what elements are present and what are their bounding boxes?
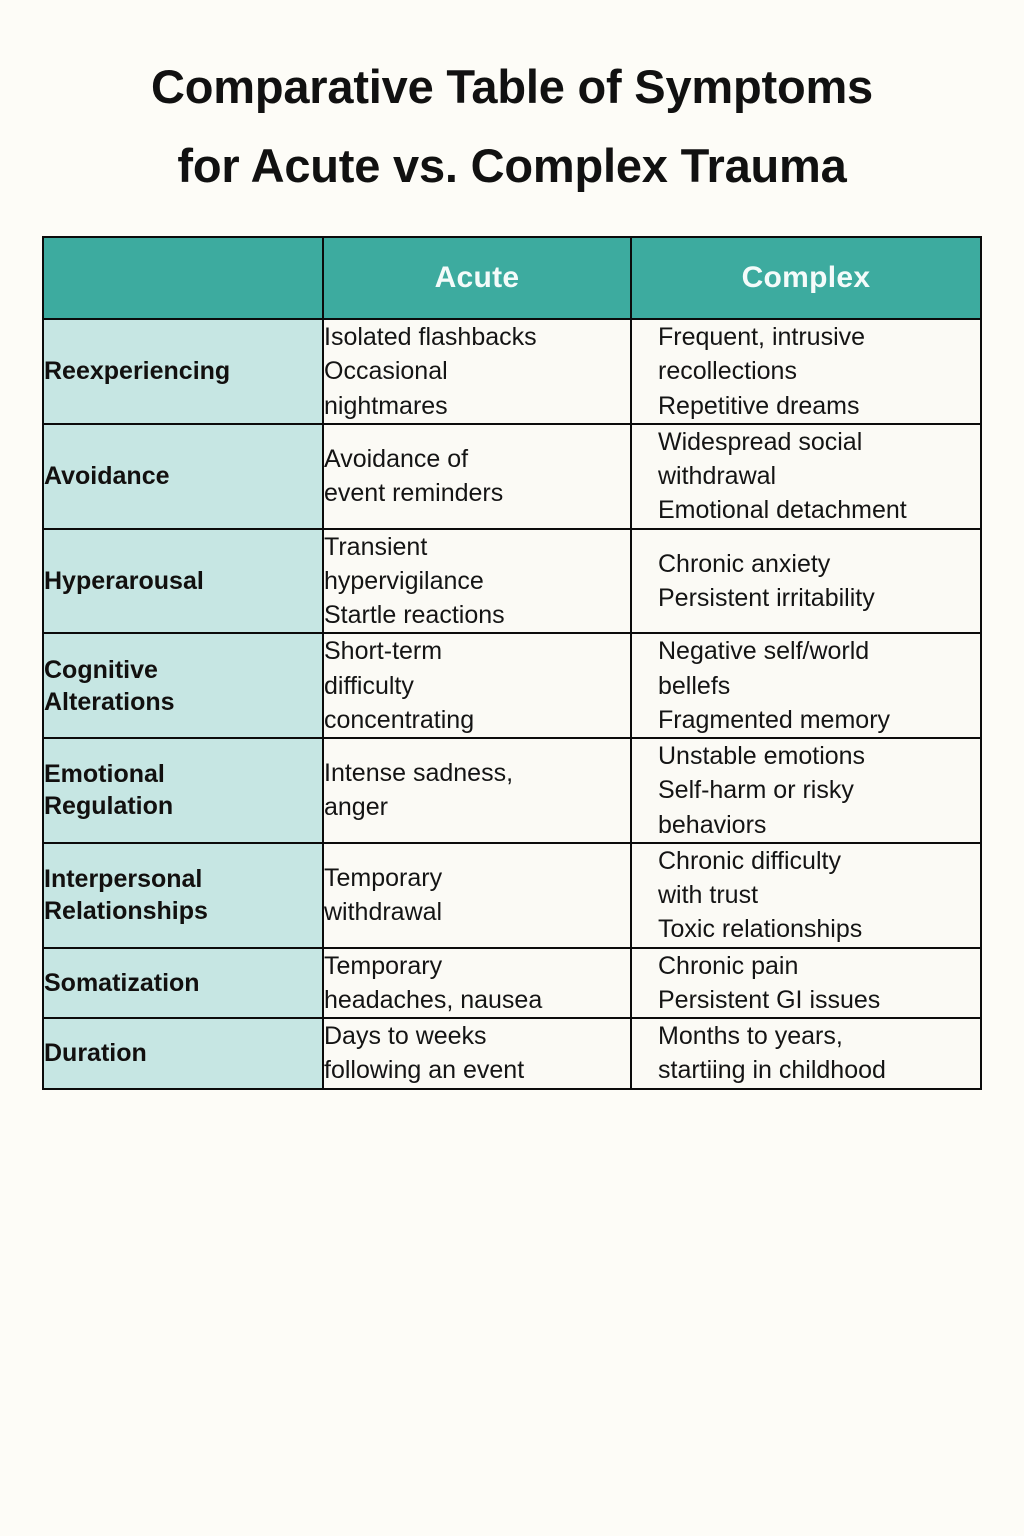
cell-line: difficulty [324,671,414,700]
cell-line: Isolated flashbacks [324,323,537,351]
cell-acute-reexperiencing: Isolated flashbacks Occasional nightmare… [322,318,632,425]
table-row: Interpersonal Relationships Temporary wi… [42,841,982,949]
cell-acute-hyperarousal: Transient hypervigilance Startle reactio… [322,527,632,635]
cell-line: bellefs [658,671,731,700]
cell-complex-interpersonal-relationships: Chronic difficulty with trust Toxic rela… [630,841,982,949]
cell-line: Chronic pain [658,951,799,980]
comparison-table-container: Acute Complex Reexperiencing Isolated fl… [42,236,982,1090]
cell-line: following an event [324,1056,525,1085]
cell-line: headaches, nausea [324,985,543,1014]
row-label-line: Relationships [44,897,208,926]
row-label-duration: Duration [42,1017,324,1090]
cell-line: Persistent GI issues [658,985,881,1014]
table-row: Hyperarousal Transient hypervigilance St… [42,527,982,635]
row-label-cognitive-alterations: Cognitive Alterations [42,632,324,739]
cell-line: Unstable emotions [658,742,866,770]
cell-line: Startle reactions [324,601,505,629]
row-label-line: Reexperiencing [44,357,231,386]
row-label-emotional-regulation: Emotional Regulation [42,737,324,844]
row-label-interpersonal-relationships: Interpersonal Relationships [42,841,324,949]
row-label-avoidance: Avoidance [42,422,324,530]
table-header-row: Acute Complex [42,236,982,320]
cell-line: startiing in childhood [658,1056,886,1085]
table-row: Reexperiencing Isolated flashbacks Occas… [42,318,982,425]
cell-line: Repetitive dreams [658,391,860,420]
cell-line: Frequent, intrusive [658,323,866,351]
cell-line: Days to weeks [324,1022,487,1050]
cell-line: Transient [324,532,428,561]
row-label-line: Emotional [44,760,165,789]
row-label-line: Cognitive [44,655,158,684]
cell-complex-reexperiencing: Frequent, intrusive recollections Repeti… [630,318,982,425]
table-header: Acute Complex [42,236,982,320]
symptom-comparison-table: Acute Complex Reexperiencing Isolated fl… [42,236,982,1090]
table-row: Duration Days to weeks following an even… [42,1017,982,1090]
table-row: Somatization Temporary headaches, nausea… [42,946,982,1019]
cell-line: Avoidance of [324,444,469,473]
table-row: Avoidance Avoidance of event reminders W… [42,422,982,530]
row-label-line: Interpersonal [44,865,203,894]
cell-line: withdrawal [658,462,777,490]
cell-complex-emotional-regulation: Unstable emotions Self-harm or risky beh… [630,737,982,844]
column-header-complex: Complex [630,236,982,320]
cell-line: Occasional [324,357,448,386]
table-row: Cognitive Alterations Short-term difficu… [42,632,982,739]
cell-complex-duration: Months to years, startiing in childhood [630,1017,982,1090]
cell-line: with trust [658,881,759,909]
cell-line: Persistent irritability [658,583,875,612]
row-label-line: Hyperarousal [44,566,204,595]
cell-acute-emotional-regulation: Intense sadness, anger [322,737,632,844]
cell-line: Emotional detachment [658,496,907,525]
cell-complex-hyperarousal: Chronic anxiety Persistent irritability [630,527,982,635]
cell-line: Months to years, [658,1022,843,1050]
cell-line: Chronic difficulty [658,846,841,875]
column-header-acute: Acute [322,236,632,320]
cell-complex-somatization: Chronic pain Persistent GI issues [630,946,982,1019]
cell-complex-avoidance: Widespread social withdrawal Emotional d… [630,422,982,530]
row-label-somatization: Somatization [42,946,324,1019]
cell-line: recollections [658,357,797,386]
table-body: Reexperiencing Isolated flashbacks Occas… [42,318,982,1090]
cell-line: Chronic anxiety [658,549,831,578]
cell-line: Short-term [324,637,443,666]
row-label-hyperarousal: Hyperarousal [42,527,324,635]
cell-line: hypervigilance [324,566,484,595]
cell-acute-avoidance: Avoidance of event reminders [322,422,632,530]
cell-line: Temporary [324,863,443,892]
column-header-symptom [42,236,324,320]
page-title: Comparative Table of Symptoms for Acute … [0,48,1024,206]
cell-line: Widespread social [658,427,863,456]
cell-line: Fragmented memory [658,705,891,734]
row-label-line: Alterations [44,687,175,716]
cell-acute-interpersonal-relationships: Temporary withdrawal [322,841,632,949]
cell-line: Negative self/world [658,637,870,666]
cell-line: behaviors [658,810,767,839]
cell-line: withdrawal [324,898,443,927]
table-row: Emotional Regulation Intense sadness, an… [42,737,982,844]
cell-line: Toxic relationships [658,915,863,944]
row-label-reexperiencing: Reexperiencing [42,318,324,425]
cell-line: Self-harm or risky [658,776,854,805]
page-title-line-2: for Acute vs. Complex Trauma [177,138,847,192]
cell-line: Intense sadness, [324,759,514,788]
cell-complex-cognitive-alterations: Negative self/world bellefs Fragmented m… [630,632,982,739]
cell-line: concentrating [324,705,475,734]
cell-line: anger [324,793,388,822]
cell-line: event reminders [324,479,504,508]
row-label-line: Regulation [44,792,174,821]
row-label-line: Duration [44,1039,147,1068]
page-title-line-1: Comparative Table of Symptoms [151,60,873,113]
row-label-line: Somatization [44,968,200,997]
cell-acute-duration: Days to weeks following an event [322,1017,632,1090]
cell-acute-somatization: Temporary headaches, nausea [322,946,632,1019]
cell-acute-cognitive-alterations: Short-term difficulty concentrating [322,632,632,739]
cell-line: Temporary [324,951,443,980]
cell-line: nightmares [324,391,448,420]
row-label-line: Avoidance [44,462,170,491]
